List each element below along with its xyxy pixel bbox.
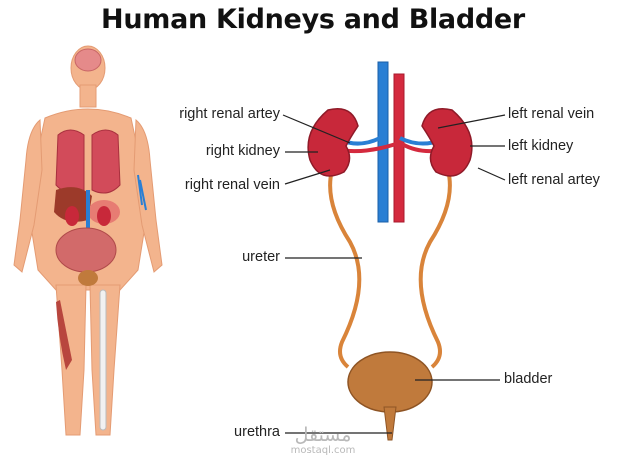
label-ureter: ureter [242,249,280,265]
pointer-left-renal-vein [437,114,506,129]
right-ureter [328,169,362,369]
watermark-arabic: مستقل [294,424,352,446]
pointer-right-renal-artery [282,114,351,144]
right-kidney [307,108,359,177]
pointer-left-renal-artery [477,167,506,181]
small-bladder [78,270,98,286]
small-kidney-left [97,206,111,226]
label-right-kidney: right kidney [205,143,280,159]
urinary-system-illustration [307,61,473,441]
small-kidney-right [65,206,79,226]
label-left-renal-vein: left renal vein [508,106,595,122]
page-title: Human Kidneys and Bladder [101,4,525,35]
label-left-renal-artery: left renal artey [508,172,600,188]
aorta [393,73,405,223]
leg-muscle [56,300,72,370]
leg-bone [99,289,107,431]
liver [54,187,92,222]
left-ureter [418,169,452,369]
urethra [383,406,397,441]
watermark-latin: mostaql.com [290,445,356,456]
vena-cava [377,61,389,223]
arm-veins [137,174,147,211]
label-bladder: bladder [504,371,553,387]
label-urethra: urethra [234,424,280,440]
label-left-kidney: left kidney [508,138,574,154]
watermark: مستقل mostaql.com [278,425,368,457]
left-kidney [421,108,473,177]
human-body-illustration [13,45,163,436]
small-aorta [86,190,90,250]
brain [74,48,102,72]
label-right-renal-artery: right renal artey [179,106,280,122]
label-right-renal-vein: right renal vein [184,177,280,193]
pointer-right-renal-vein [284,169,331,185]
